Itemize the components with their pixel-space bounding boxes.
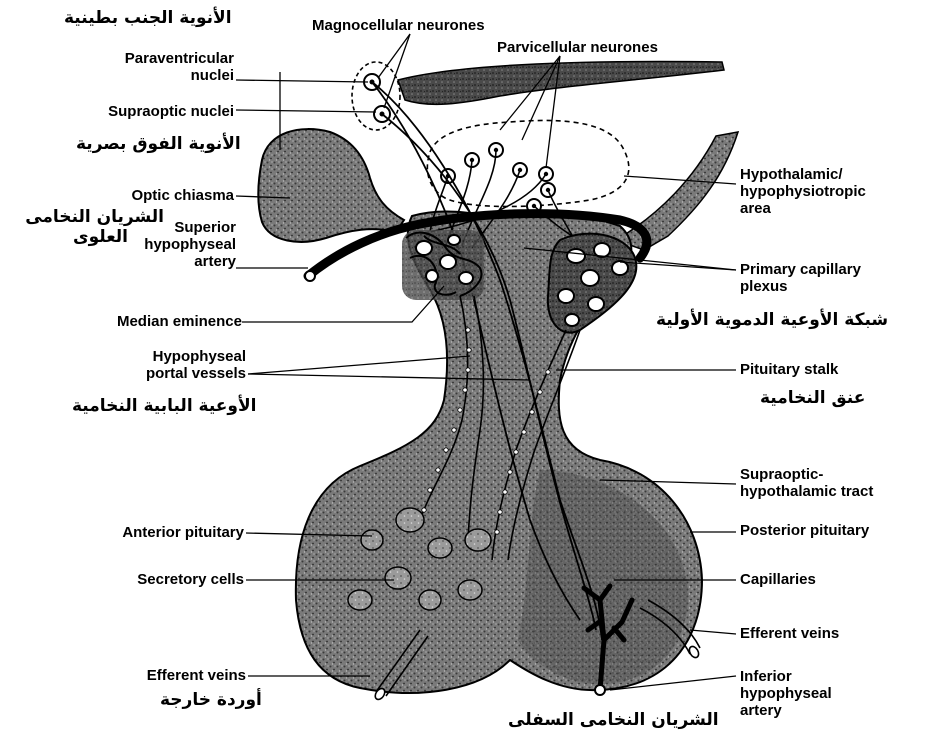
- artery-cut-end: [305, 271, 315, 281]
- arabic-efferent-veins: أوردة خارجة: [160, 690, 262, 710]
- label-capillaries: Capillaries: [740, 571, 816, 588]
- label-portal-vessels: Hypophyseal portal vessels: [84, 348, 246, 382]
- label-paraventricular: Paraventricular nuclei: [64, 50, 234, 84]
- label-posterior-pituitary: Posterior pituitary: [740, 522, 869, 539]
- label-median-eminence: Median eminence: [44, 313, 242, 330]
- arabic-primary-plexus: شبكة الأوعية الدموية الأولية: [656, 310, 888, 330]
- label-supraoptic-tract: Supraoptic- hypothalamic tract: [740, 466, 873, 500]
- label-inferior-artery: Inferior hypophyseal artery: [740, 668, 832, 719]
- label-magnocellular: Magnocellular neurones: [312, 17, 485, 34]
- primary-plexus-right: [548, 234, 637, 333]
- label-secretory-cells: Secretory cells: [64, 571, 244, 588]
- label-parvicellular: Parvicellular neurones: [497, 39, 658, 56]
- arabic-paraventricular: الأنوية الجنب بطينية: [64, 8, 232, 28]
- arabic-supraoptic: الأنوية الفوق بصرية: [76, 134, 241, 154]
- label-efferent-veins-left: Efferent veins: [64, 667, 246, 684]
- label-hypothalamic-area: Hypothalamic/ hypophysiotropic area: [740, 166, 866, 217]
- arabic-portal-vessels: الأوعية البابية النخامية: [72, 396, 256, 416]
- hypothalamic-wall: [616, 132, 738, 250]
- label-efferent-veins-right: Efferent veins: [740, 625, 839, 642]
- label-supraoptic-nuclei: Supraoptic nuclei: [44, 103, 234, 120]
- label-primary-plexus: Primary capillary plexus: [740, 261, 861, 295]
- label-optic-chiasma: Optic chiasma: [64, 187, 234, 204]
- ventricle-floor: [398, 62, 724, 105]
- efferent-vein-right-end: [688, 645, 701, 659]
- label-pituitary-stalk: Pituitary stalk: [740, 361, 838, 378]
- label-anterior-pituitary: Anterior pituitary: [44, 524, 244, 541]
- arabic-pituitary-stalk: عنق النخامية: [760, 388, 865, 408]
- magnocellular-cells: [364, 74, 390, 122]
- primary-plexus-left: [402, 230, 484, 300]
- arabic-inferior-artery: الشريان النخامى السفلى: [508, 710, 719, 730]
- arabic-superior-artery: الشريان النخامى العلوى: [4, 207, 164, 247]
- inferior-artery-cut-end: [595, 685, 605, 695]
